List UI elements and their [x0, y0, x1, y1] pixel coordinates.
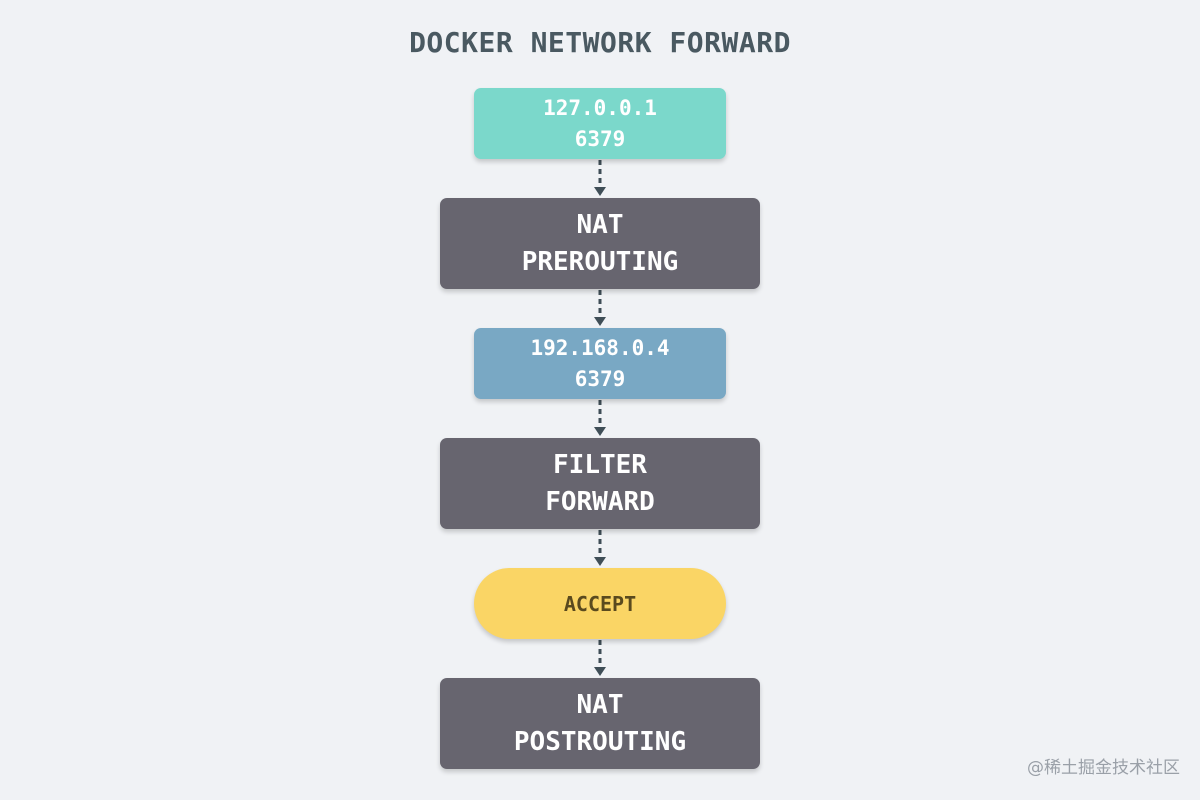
filter-forward-table-label: FILTER: [553, 449, 647, 480]
source-ip-label: 127.0.0.1: [543, 95, 657, 120]
nat-postrouting-node: NAT POSTROUTING: [440, 678, 760, 769]
dest-address-node: 192.168.0.4 6379: [474, 328, 726, 399]
arrow-head-1: [594, 187, 606, 196]
source-address-node: 127.0.0.1 6379: [474, 88, 726, 159]
arrow-head-5: [594, 667, 606, 676]
filter-forward-chain-label: FORWARD: [545, 486, 655, 517]
nat-postrouting-table-label: NAT: [576, 689, 624, 720]
accept-label: ACCEPT: [563, 591, 637, 616]
nat-prerouting-chain-label: PREROUTING: [521, 246, 679, 277]
accept-node: ACCEPT: [474, 568, 726, 639]
nat-postrouting-chain-label: POSTROUTING: [513, 726, 687, 757]
nat-prerouting-node: NAT PREROUTING: [440, 198, 760, 289]
dest-port-label: 6379: [574, 366, 626, 391]
source-port-label: 6379: [574, 126, 626, 151]
filter-forward-node: FILTER FORWARD: [440, 438, 760, 529]
dest-ip-label: 192.168.0.4: [530, 335, 670, 360]
nat-prerouting-table-label: NAT: [576, 209, 624, 240]
arrow-head-4: [594, 557, 606, 566]
arrow-head-2: [594, 317, 606, 326]
diagram-title: DOCKER NETWORK FORWARD: [409, 26, 791, 59]
arrow-head-3: [594, 427, 606, 436]
watermark: @稀土掘金技术社区: [1027, 758, 1180, 778]
